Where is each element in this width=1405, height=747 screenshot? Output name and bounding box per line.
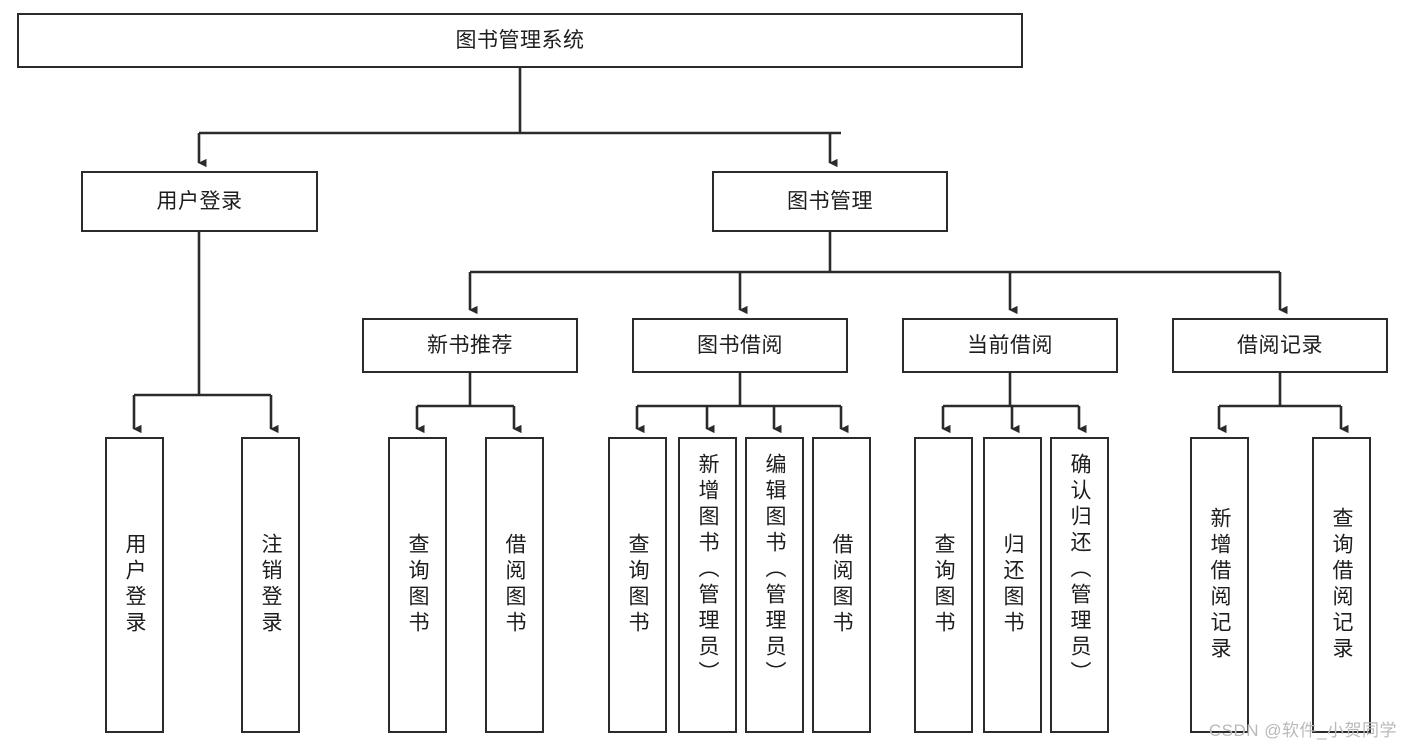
node-book-borrow[interactable]: 图书借阅 (632, 318, 848, 373)
node-leaf-borrow-book-rec[interactable]: 借阅图书 (485, 437, 544, 733)
node-leaf-borrow-book[interactable]: 借阅图书 (812, 437, 871, 733)
node-label: 确认归还（管理员） (1068, 453, 1091, 687)
node-user-login[interactable]: 用户登录 (81, 171, 318, 232)
node-leaf-query-record[interactable]: 查询借阅记录 (1312, 437, 1371, 733)
node-label: 图书管理系统 (455, 28, 585, 52)
node-label: 新增借阅记录 (1208, 507, 1231, 663)
connectors-root-to-level1 (197, 68, 841, 168)
node-root-system[interactable]: 图书管理系统 (17, 13, 1023, 68)
connectors-newbook-to-leaves (415, 373, 522, 434)
node-leaf-query-book-rec[interactable]: 查询图书 (388, 437, 447, 733)
node-label: 编辑图书（管理员） (763, 453, 786, 687)
connectors-currentborrow-to-leaves (941, 373, 1087, 434)
watermark-text: CSDN @软件_小贺同学 (1208, 721, 1397, 740)
node-leaf-user-logout[interactable]: 注销登录 (241, 437, 300, 733)
node-label: 当前借阅 (967, 333, 1053, 357)
node-leaf-add-book[interactable]: 新增图书（管理员） (678, 437, 737, 733)
node-leaf-edit-book[interactable]: 编辑图书（管理员） (745, 437, 804, 733)
node-leaf-return-book[interactable]: 归还图书 (983, 437, 1042, 733)
node-label: 借阅图书 (830, 533, 853, 637)
connectors-bookborrow-to-leaves (635, 373, 849, 434)
node-leaf-query-book-cur[interactable]: 查询图书 (914, 437, 973, 733)
node-label: 新书推荐 (427, 333, 513, 357)
connectors-borrowrecord-to-leaves (1217, 373, 1349, 434)
node-label: 归还图书 (1001, 533, 1024, 637)
connectors-bookmanage-to-level2 (468, 232, 1288, 315)
node-label: 新增图书（管理员） (696, 453, 719, 687)
node-current-borrow[interactable]: 当前借阅 (902, 318, 1118, 373)
node-leaf-query-book-borrow[interactable]: 查询图书 (608, 437, 667, 733)
node-label: 注销登录 (259, 533, 282, 637)
node-book-manage[interactable]: 图书管理 (712, 171, 948, 232)
node-label: 借阅图书 (503, 533, 526, 637)
node-label: 查询图书 (932, 533, 955, 637)
node-label: 图书管理 (787, 189, 873, 213)
node-new-book-rec[interactable]: 新书推荐 (362, 318, 578, 373)
node-label: 用户登录 (123, 533, 146, 637)
node-label: 图书借阅 (697, 333, 783, 357)
node-label: 查询图书 (406, 533, 429, 637)
node-leaf-confirm-return[interactable]: 确认归还（管理员） (1050, 437, 1109, 733)
node-label: 查询借阅记录 (1330, 507, 1353, 663)
node-label: 查询图书 (626, 533, 649, 637)
node-borrow-record[interactable]: 借阅记录 (1172, 318, 1388, 373)
node-label: 借阅记录 (1237, 333, 1323, 357)
connectors-booklogin-to-leaves (132, 232, 279, 434)
node-leaf-add-record[interactable]: 新增借阅记录 (1190, 437, 1249, 733)
node-label: 用户登录 (156, 189, 243, 213)
node-leaf-user-login[interactable]: 用户登录 (105, 437, 164, 733)
